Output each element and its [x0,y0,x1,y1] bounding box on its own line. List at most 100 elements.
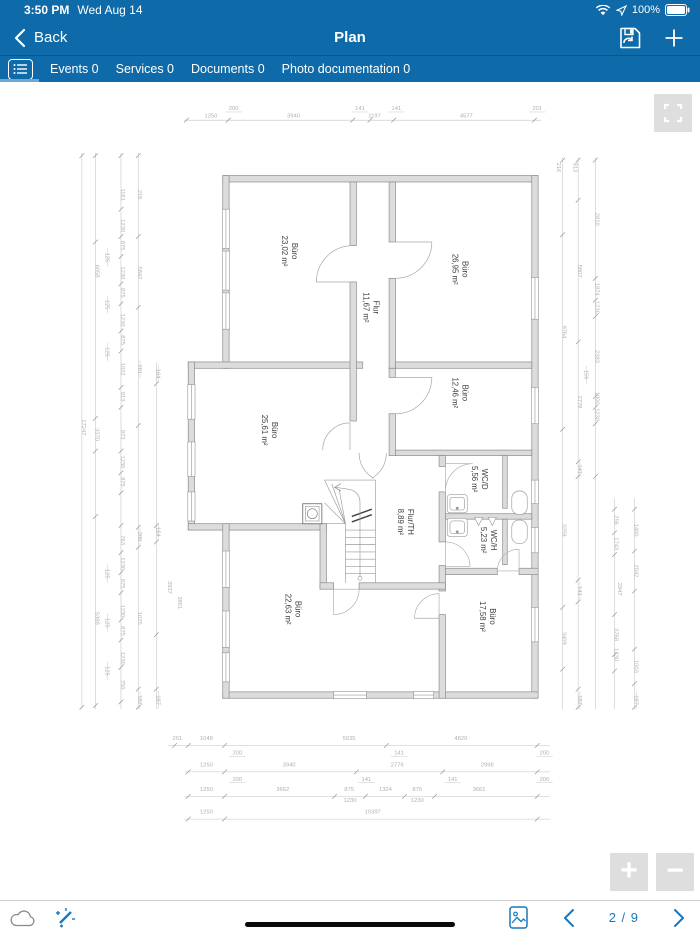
page-title: Plan [334,29,366,46]
svg-text:200: 200 [540,751,550,757]
svg-text:200: 200 [136,532,142,542]
location-icon [615,4,627,16]
svg-text:3662: 3662 [276,787,289,793]
chevron-right-icon[interactable] [673,908,686,928]
svg-text:5,56 m²: 5,56 m² [470,466,479,493]
svg-text:875: 875 [344,787,354,793]
svg-text:216: 216 [136,190,142,200]
svg-text:763: 763 [119,535,125,545]
svg-text:1230: 1230 [344,798,357,804]
tab-bar: Events 0 Services 0 Documents 0 Photo do… [0,56,700,82]
tab-selected-indicator [0,79,39,82]
bathroom-fixtures [302,490,528,545]
svg-text:Flur: Flur [372,301,381,315]
svg-text:875: 875 [119,477,125,487]
zoom-out-button[interactable]: − [656,853,694,891]
svg-text:5388: 5388 [94,612,100,625]
svg-text:1022: 1022 [119,363,125,376]
svg-text:WC/D: WC/D [480,469,489,490]
room-label: Flur/TH8,89 m² [396,509,415,536]
svg-text:164: 164 [154,527,160,537]
svg-text:Büro: Büro [270,422,279,439]
navigation-bar: Back Plan [0,20,700,56]
svg-text:1197: 1197 [368,113,380,119]
status-date: Wed Aug 14 [77,3,143,17]
svg-text:Büro: Büro [293,601,302,618]
svg-text:1400: 1400 [632,524,638,537]
list-icon[interactable] [8,58,33,80]
svg-text:26,95 m²: 26,95 m² [451,254,460,285]
battery-icon [665,4,690,16]
tab-photo-documentation[interactable]: Photo documentation 0 [281,62,411,76]
zoom-in-button[interactable]: + [610,853,648,891]
svg-text:3409: 3409 [561,632,567,645]
svg-text:201: 201 [532,106,542,112]
svg-text:3940: 3940 [283,762,296,768]
chevron-left-icon[interactable] [562,908,575,928]
fullscreen-button[interactable] [654,94,692,132]
tab-events[interactable]: Events 0 [50,62,99,76]
svg-text:Büro: Büro [461,385,470,402]
svg-text:Büro: Büro [461,261,470,278]
svg-text:5807: 5807 [576,265,582,278]
svg-text:3768: 3768 [612,628,618,641]
svg-text:750: 750 [119,680,125,690]
svg-text:5842: 5842 [136,266,142,279]
photo-document-icon[interactable] [508,906,528,929]
bottom-toolbar: 2 / 9 [0,900,700,934]
battery-percent: 100% [631,4,660,16]
back-button[interactable]: Back [14,28,67,48]
svg-text:875: 875 [119,626,125,636]
svg-text:1230: 1230 [593,301,599,314]
svg-text:22,63 m²: 22,63 m² [283,594,292,625]
tab-documents[interactable]: Documents 0 [191,62,265,76]
svg-text:25,61 m²: 25,61 m² [260,415,269,446]
svg-text:141: 141 [576,464,582,474]
svg-text:156: 156 [582,370,588,380]
svg-text:913: 913 [572,163,578,173]
svg-text:125: 125 [104,253,110,263]
cloud-icon[interactable] [10,909,36,927]
home-indicator[interactable] [245,922,455,927]
svg-text:3851: 3851 [176,596,182,609]
tab-services[interactable]: Services 0 [115,62,174,76]
svg-text:1250: 1250 [200,787,213,793]
svg-text:2776: 2776 [391,762,404,768]
svg-text:Flur/TH: Flur/TH [406,509,415,535]
svg-text:200: 200 [229,106,239,112]
magic-wand-icon[interactable] [54,907,76,929]
svg-text:125: 125 [104,666,110,676]
svg-text:200: 200 [232,777,242,783]
svg-text:1324: 1324 [379,787,393,793]
floor-plan-drawing: 1250200394014111971414577201201104950354… [79,106,638,822]
svg-text:17,58 m²: 17,58 m² [478,601,487,632]
svg-text:11,67 m²: 11,67 m² [362,292,371,323]
add-icon[interactable] [664,28,684,48]
svg-text:1230: 1230 [593,408,599,421]
svg-text:1049: 1049 [200,736,213,742]
svg-text:6058: 6058 [94,265,100,278]
svg-text:141: 141 [576,586,582,596]
svg-text:1230: 1230 [119,219,125,232]
svg-text:2042: 2042 [632,565,638,578]
back-chevron-icon [14,28,26,47]
svg-text:1250: 1250 [200,762,213,768]
svg-text:187: 187 [632,695,638,705]
stairs [324,479,376,583]
svg-text:2998: 2998 [481,762,494,768]
svg-text:187: 187 [576,695,582,705]
svg-text:875: 875 [119,335,125,345]
svg-text:2778: 2778 [576,395,582,408]
save-export-icon[interactable] [618,27,642,49]
svg-text:1230: 1230 [411,798,424,804]
svg-text:2947: 2947 [616,583,622,596]
svg-text:23,02 m²: 23,02 m² [280,236,289,267]
svg-text:1230: 1230 [119,652,125,665]
